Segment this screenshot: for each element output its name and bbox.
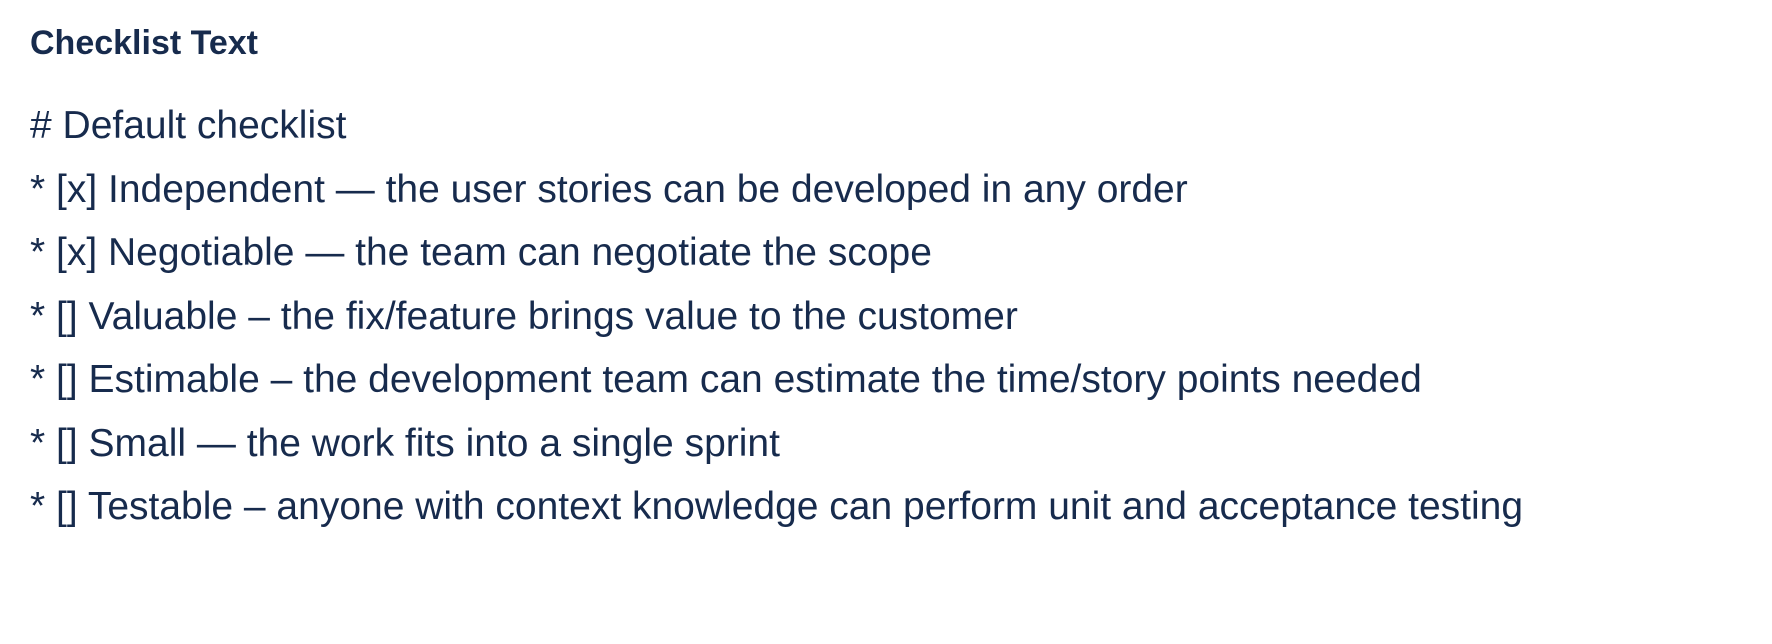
checklist-line-testable: * [] Testable – anyone with context know…: [30, 485, 1524, 528]
checklist-line-negotiable: * [x] Negotiable — the team can negotiat…: [30, 231, 932, 274]
checklist-text-value: # Default checklist * [x] Independent — …: [30, 94, 1752, 539]
checklist-line-heading: # Default checklist: [30, 104, 347, 147]
checklist-line-valuable: * [] Valuable – the fix/feature brings v…: [30, 294, 1018, 338]
field-label: Checklist Text: [30, 24, 259, 62]
checklist-line-independent: * [x] Independent — the user stories can…: [30, 167, 1188, 211]
checklist-line-small: * [] Small — the work fits into a single…: [30, 421, 780, 465]
checklist-line-estimable: * [] Estimable – the development team ca…: [30, 358, 1422, 401]
checklist-text-field: Checklist Text # Default checklist * [x]…: [30, 24, 1752, 539]
